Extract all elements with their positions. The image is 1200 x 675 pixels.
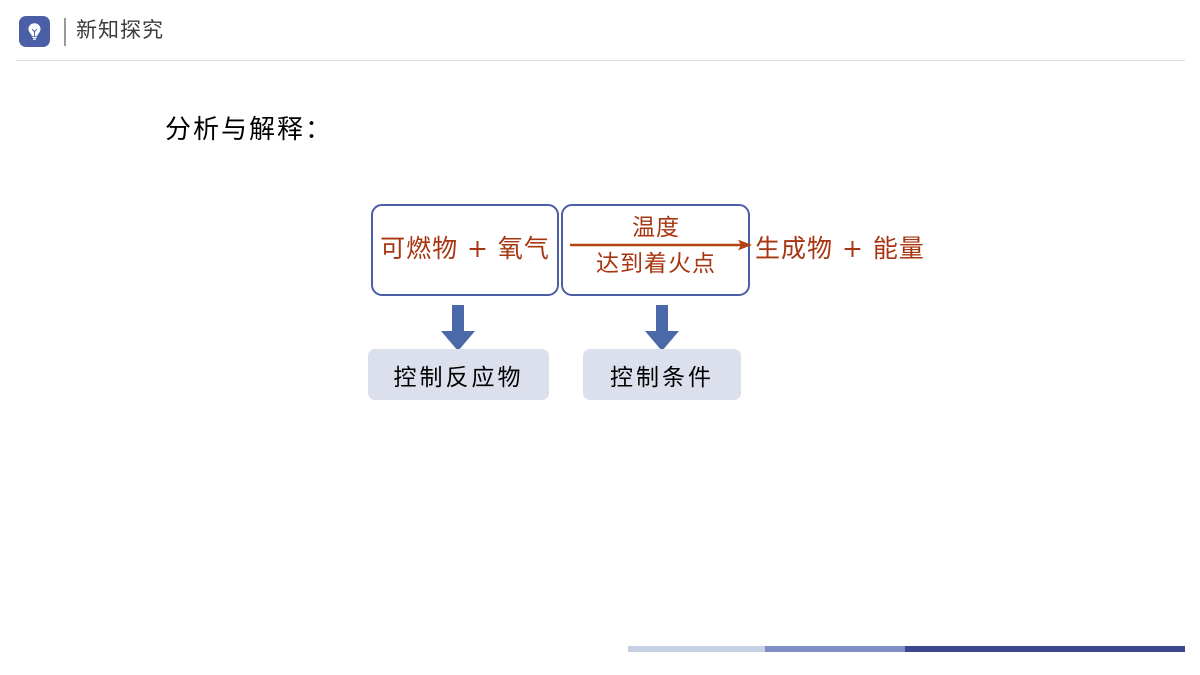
down-arrow-icon (645, 305, 679, 351)
page-header: 新知探究 (0, 0, 1200, 61)
lightbulb-icon (19, 16, 50, 47)
condition-below-label: 达到着火点 (596, 251, 716, 277)
header-divider (64, 18, 66, 46)
progress-segment-3 (905, 646, 1185, 652)
conditions-box (561, 204, 750, 296)
result-box-control-reactants: 控制反应物 (368, 349, 549, 400)
page-title: 新知探究 (76, 19, 164, 42)
progress-segment-1 (628, 646, 765, 652)
rightwards-arrow-icon (570, 239, 752, 251)
section-heading: 分析与解释： (165, 115, 334, 145)
progress-segment-2 (765, 646, 905, 652)
footer-progress-bar (628, 646, 1185, 652)
down-arrow-icon (441, 305, 475, 351)
products-label: 生成物 + 能量 (755, 234, 925, 263)
condition-above-label: 温度 (632, 215, 680, 241)
reactants-box (371, 204, 559, 296)
reactants-label: 可燃物 + 氧气 (380, 234, 550, 263)
result-box-control-conditions: 控制条件 (583, 349, 741, 400)
header-rule (16, 60, 1185, 61)
